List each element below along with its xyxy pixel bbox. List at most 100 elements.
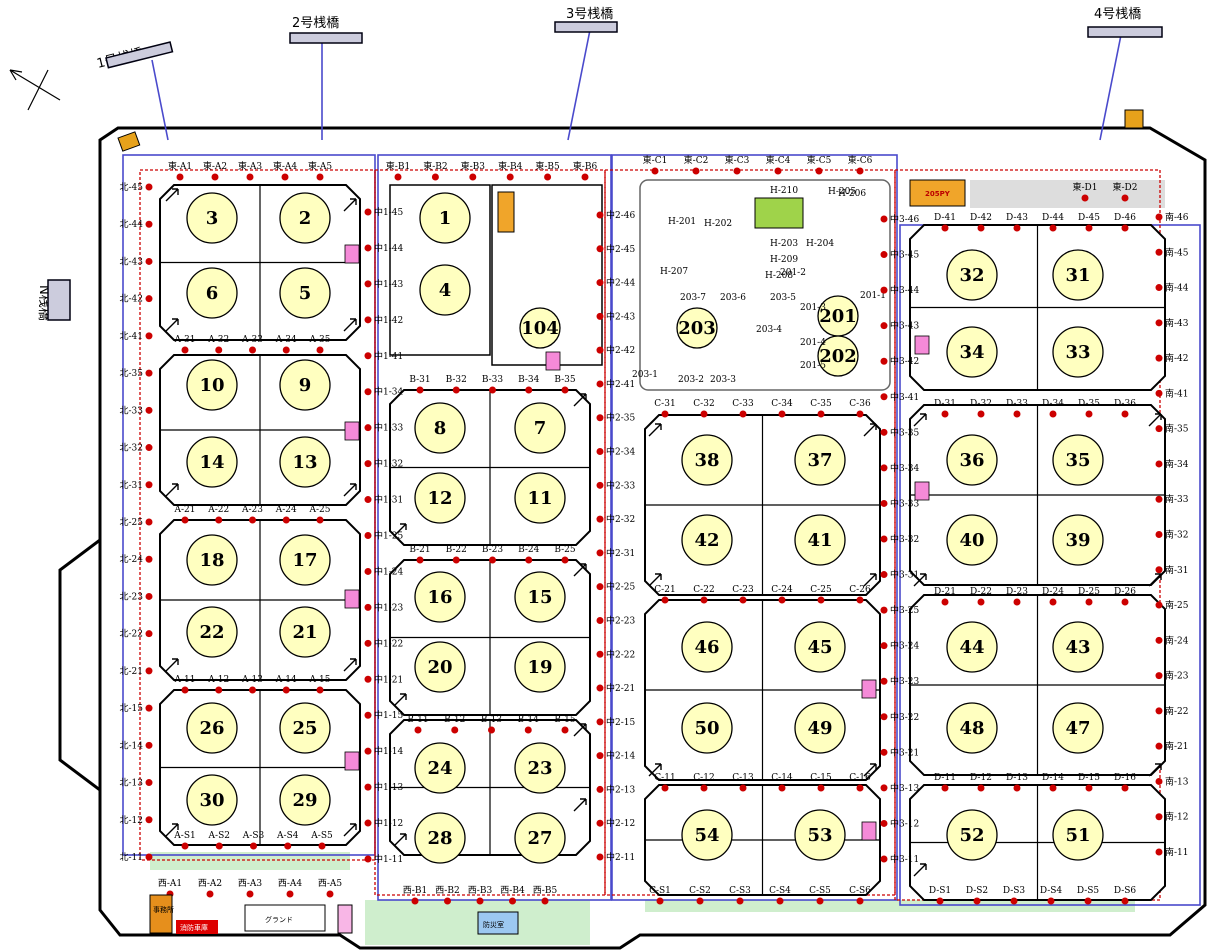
row-label-a2-1: A-22	[207, 505, 229, 515]
valve-dot	[525, 386, 533, 394]
mid1-label-10: 中1-24	[374, 565, 403, 577]
row-label-b1b-1: B-12	[444, 715, 465, 725]
row-label-b1b-0: B-11	[407, 715, 428, 725]
valve-dot	[145, 332, 153, 340]
valve-dot	[1121, 598, 1129, 606]
valve-dot	[880, 215, 888, 223]
valve-dot	[880, 499, 888, 507]
valve-dot	[1047, 897, 1055, 905]
mid2-label-14: 中2-21	[606, 682, 635, 694]
valve-dot	[936, 897, 944, 905]
north-label-18: 北-11	[120, 852, 144, 863]
valve-dot	[525, 556, 533, 564]
valve-dot	[364, 603, 372, 611]
row-label-d3-0: D-31	[934, 399, 956, 409]
tank-35-circle	[1052, 434, 1104, 486]
tank-24-circle	[414, 742, 466, 794]
valve-dot	[973, 897, 981, 905]
valve-dot	[364, 244, 372, 252]
valve-dot	[696, 897, 704, 905]
ground-box	[244, 904, 326, 932]
tank-104-circle	[519, 307, 561, 349]
tank-51-label: 51	[1065, 825, 1090, 846]
tank-21-label: 21	[292, 622, 317, 643]
row-label-as-3: A-S4	[276, 831, 299, 841]
row-label-as-2: A-S3	[242, 831, 265, 841]
tank-33-circle	[1052, 326, 1104, 378]
valve-dot	[1121, 224, 1129, 232]
mid1-label-8: 中1-31	[374, 494, 403, 506]
valve-dot	[414, 726, 422, 734]
valve-dot	[145, 406, 153, 414]
south-label-7: 南-34	[1165, 458, 1189, 470]
row-label-as-4: A-S5	[310, 831, 333, 841]
row-label-west-4: 西-A5	[318, 878, 343, 889]
tank-104-label: 104	[521, 318, 559, 339]
valve-dot	[364, 711, 372, 719]
flow-arrow-icon	[913, 413, 927, 427]
tank-14-circle	[186, 436, 238, 488]
south-label-9: 南-32	[1165, 529, 1189, 541]
valve-dot	[281, 173, 289, 181]
row-label-b3-2: B-33	[482, 375, 504, 385]
mid1-label-12: 中1-22	[374, 637, 403, 649]
north-label-9: 北-25	[120, 517, 144, 528]
row-label-c2-1: C-22	[693, 585, 714, 595]
valve-dot	[544, 173, 552, 181]
valve-dot	[1155, 636, 1163, 644]
h-label-9: H-210	[770, 186, 798, 196]
north-label-12: 北-22	[120, 629, 144, 640]
tank-44-label: 44	[959, 637, 984, 658]
valve-dot	[1049, 410, 1057, 418]
south-label-14: 南-22	[1165, 705, 1189, 717]
valve-dot	[880, 713, 888, 721]
valve-dot	[145, 741, 153, 749]
valve-dot	[145, 183, 153, 191]
row-label-b2-1: B-22	[446, 545, 467, 555]
valve-dot	[145, 704, 153, 712]
row-label-d1b-0: D-11	[934, 773, 956, 783]
row-label-a1b-4: A-15	[309, 675, 331, 685]
mid3-label-12: 中3-24	[890, 640, 919, 652]
mid3-label-7: 中3-34	[890, 462, 919, 474]
tank-51-circle	[1052, 809, 1104, 861]
valve-dot	[880, 642, 888, 650]
valve-dot	[774, 167, 782, 175]
row-label-d2-1: D-22	[970, 587, 992, 597]
row-label-b3-3: B-34	[518, 375, 540, 385]
valve-dot	[145, 257, 153, 265]
valve-dot	[880, 677, 888, 685]
north-label-17: 北-12	[120, 815, 144, 826]
valve-dot	[364, 567, 372, 575]
row-label-c2-0: C-21	[654, 585, 675, 595]
valve-dot	[394, 173, 402, 181]
h-label-20: 203-6	[720, 293, 746, 303]
pump-station-box	[754, 197, 804, 229]
valve-dot	[364, 352, 372, 360]
mid2-label-3: 中2-43	[606, 310, 635, 322]
tank-42-circle	[681, 514, 733, 566]
valve-dot	[977, 224, 985, 232]
valve-dot	[1010, 897, 1018, 905]
flow-arrow-icon	[863, 573, 877, 587]
tank-28-circle	[414, 812, 466, 864]
tank-203-circle	[676, 307, 718, 349]
row-label-d1b-3: D-14	[1042, 773, 1064, 783]
mid2-label-13: 中2-22	[606, 648, 635, 660]
row-label-westb-4: 西-B5	[533, 885, 558, 896]
valve-dot	[364, 280, 372, 288]
south-label-13: 南-23	[1165, 670, 1189, 682]
south-label-3: 南-43	[1165, 317, 1189, 329]
row-label-d1-0: 東-D1	[1073, 181, 1098, 193]
valve-dot	[1049, 224, 1057, 232]
tank-3-circle	[186, 192, 238, 244]
valve-dot	[1155, 495, 1163, 503]
h-label-21: 203-7	[680, 293, 706, 303]
south-label-16: 南-13	[1165, 775, 1189, 787]
h-label-18: 203-4	[756, 325, 782, 335]
tank-22-label: 22	[199, 622, 224, 643]
tank-13-label: 13	[292, 452, 317, 473]
valve-dot	[145, 220, 153, 228]
row-label-d2-0: D-21	[934, 587, 956, 597]
